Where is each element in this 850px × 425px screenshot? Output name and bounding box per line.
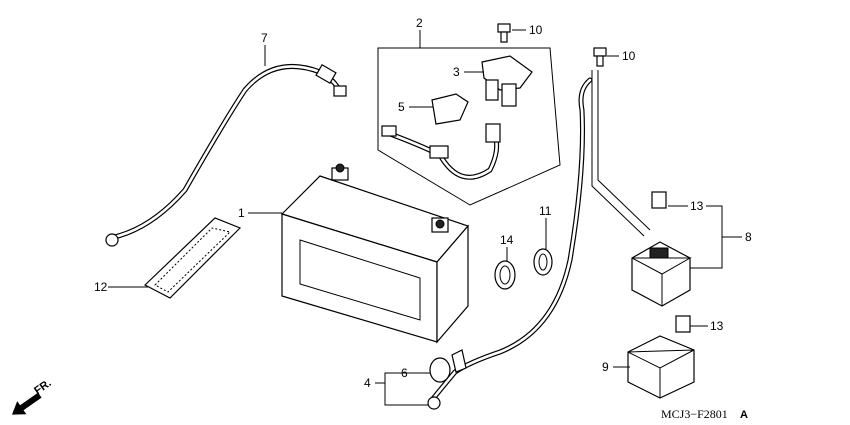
battery-band-drawing bbox=[143, 217, 242, 299]
callout-13b: 13 bbox=[710, 319, 724, 333]
diagram-code: MCJ3−F2801 bbox=[661, 407, 728, 421]
callout-4: 4 bbox=[364, 376, 371, 390]
callout-1: 1 bbox=[238, 206, 245, 220]
front-label: FR. bbox=[32, 377, 53, 397]
callout-9: 9 bbox=[602, 360, 609, 374]
callout-6: 6 bbox=[401, 366, 408, 380]
diagram-suffix: A bbox=[740, 409, 748, 421]
callout-11: 11 bbox=[539, 204, 552, 218]
callout-12: 12 bbox=[94, 280, 108, 294]
front-direction-arrow-icon bbox=[11, 392, 42, 415]
starter-relay-drawing bbox=[631, 241, 692, 307]
callout-5: 5 bbox=[398, 100, 405, 114]
group-2-outline bbox=[377, 47, 561, 206]
callout-14: 14 bbox=[500, 233, 514, 247]
relay-cover-drawing bbox=[481, 55, 533, 107]
callout-10b: 10 bbox=[622, 49, 636, 63]
callout-7: 7 bbox=[261, 31, 268, 45]
battery-drawing bbox=[280, 163, 470, 344]
callout-2: 2 bbox=[416, 16, 423, 30]
callout-8: 8 bbox=[745, 230, 752, 244]
callout-13a: 13 bbox=[690, 199, 704, 213]
callout-10a: 10 bbox=[529, 23, 543, 37]
relay-case-drawing bbox=[627, 335, 695, 399]
callout-3: 3 bbox=[453, 65, 460, 79]
terminal-cover-drawing bbox=[431, 93, 469, 125]
